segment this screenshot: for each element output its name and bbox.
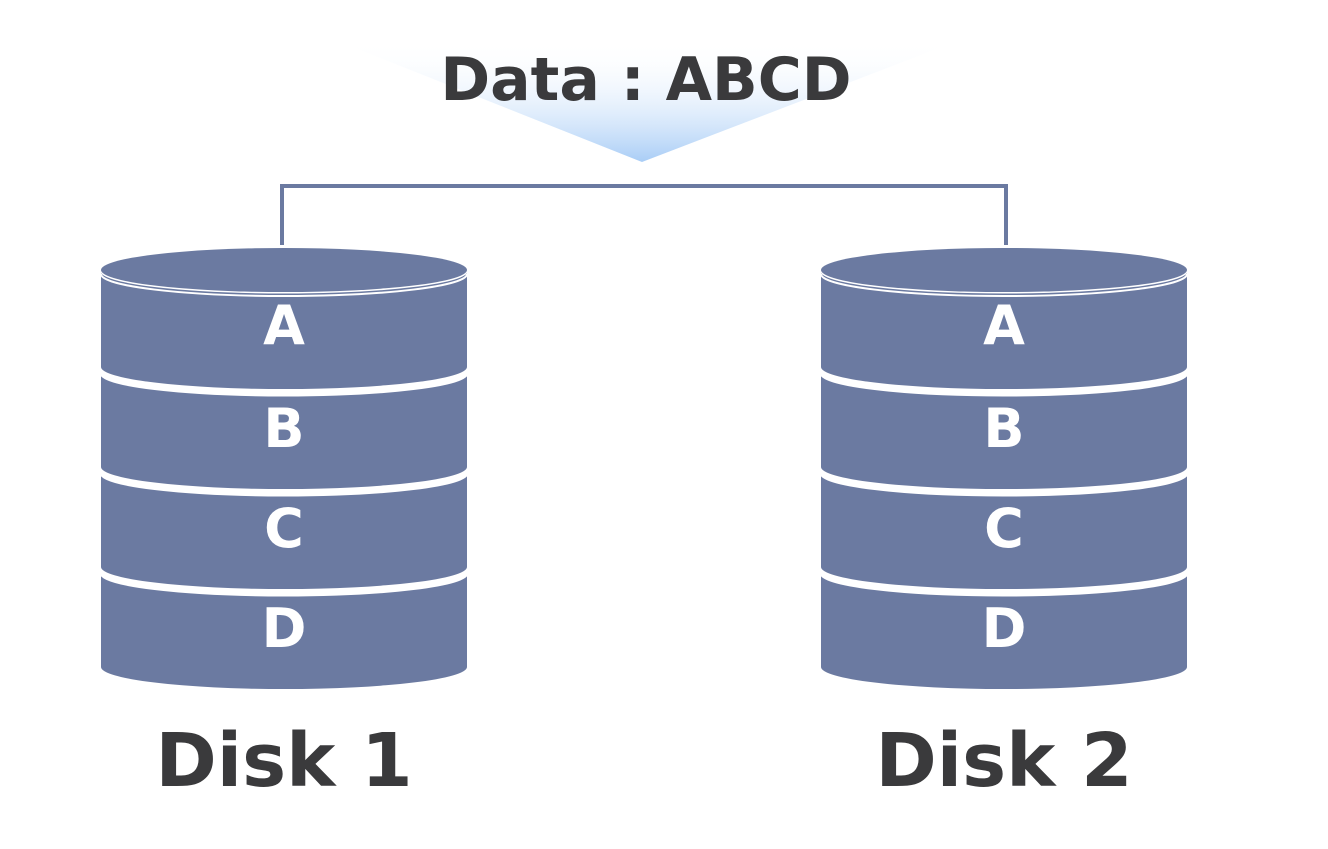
disk-label: Disk 2 [875, 718, 1132, 804]
connector-line [280, 184, 1008, 245]
disk-segment-label: D [262, 597, 307, 660]
disk-segment-label: B [983, 397, 1024, 460]
disk-top-cap [101, 248, 467, 292]
disk-segment-body [101, 373, 467, 489]
disk-segment-body [821, 573, 1187, 689]
disk-segment-label: C [984, 497, 1024, 560]
disk-top-rim [820, 273, 1188, 297]
disk-segment-rim [99, 572, 469, 597]
disk-segment-label: B [263, 397, 304, 460]
disk-segment: C [819, 472, 1189, 589]
disk-segment-rim [819, 472, 1189, 497]
disk-segment-body [101, 473, 467, 589]
disk-top-cap [821, 248, 1187, 292]
disk-segment-label: D [982, 597, 1027, 660]
disk-segment: B [819, 372, 1189, 489]
disk-label: Disk 1 [155, 718, 412, 804]
disk-segment: D [819, 572, 1189, 689]
disk-segment: D [99, 572, 469, 689]
disk-segment-body [821, 270, 1187, 389]
disk-segment-rim [99, 472, 469, 497]
connector [280, 184, 1008, 245]
disk-segment-label: C [264, 497, 304, 560]
disk-segment-label: A [983, 294, 1025, 357]
disk-segment-body [821, 373, 1187, 489]
disk-segment-body [821, 473, 1187, 589]
disk-segment-body [101, 270, 467, 389]
disk-segment-body [101, 573, 467, 689]
data-title: Data : ABCD [440, 45, 851, 115]
disk-segment: C [99, 472, 469, 589]
disk-segment-label: A [263, 294, 305, 357]
disk-segment-rim [819, 372, 1189, 397]
disk-segment: B [99, 372, 469, 489]
disk-segment-rim [99, 372, 469, 397]
disk-segment-rim [819, 572, 1189, 597]
disk-top-rim [100, 273, 468, 297]
data-arrow-shape [335, 40, 960, 162]
